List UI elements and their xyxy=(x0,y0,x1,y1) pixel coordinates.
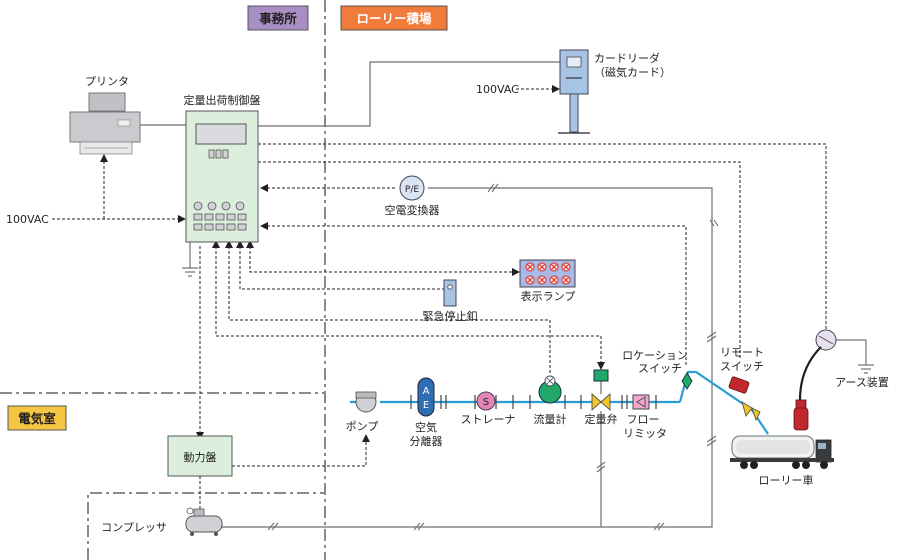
svg-text:ローリー積場: ローリー積場 xyxy=(356,11,432,26)
svg-text:P/E: P/E xyxy=(405,185,419,195)
location-switch-label-2: スイッチ xyxy=(638,362,682,375)
pe-converter-label: 空電変換器 xyxy=(385,203,440,217)
svg-text:S: S xyxy=(483,397,489,408)
card-reader-icon xyxy=(558,49,590,134)
printer-icon xyxy=(69,92,141,155)
control-panel xyxy=(185,110,259,243)
remote-switch-label-2: スイッチ xyxy=(720,360,764,373)
pipe-flanges xyxy=(410,395,657,409)
earth-device-label: アース装置 xyxy=(835,376,889,389)
flow-limiter-label-1: フロー xyxy=(627,413,660,426)
panel-ground-icon xyxy=(182,242,198,277)
vac-left-label: 100VAC xyxy=(6,213,49,226)
panel-display xyxy=(195,123,247,145)
line-slash-marks xyxy=(267,183,719,531)
lorry-label: ローリー車 xyxy=(759,473,814,487)
flowmeter-icon xyxy=(538,375,562,404)
air-separator-label-2: 分離器 xyxy=(410,434,443,448)
signal-arrowheads xyxy=(100,85,605,442)
vac-card-label: 100VAC xyxy=(476,83,519,96)
remote-switch-label-1: リモート xyxy=(720,346,764,359)
svg-text:電気室: 電気室 xyxy=(18,411,56,426)
svg-text:事務所: 事務所 xyxy=(259,11,297,26)
pe-air-line xyxy=(196,187,713,528)
pump-icon xyxy=(355,391,377,413)
zone-tag-loading: ローリー積場 xyxy=(340,5,448,31)
lorry-icon xyxy=(730,435,834,469)
metering-valve-icon xyxy=(591,369,611,412)
pe-converter-icon: P/E xyxy=(399,175,425,201)
panel-keys xyxy=(193,213,247,231)
flow-limiter-icon xyxy=(632,394,650,410)
card-reader-cable xyxy=(258,61,560,127)
earth-device-icon xyxy=(793,329,874,431)
panel-buttons-top xyxy=(208,149,229,159)
flow-limiter-label-2: リミッタ xyxy=(623,427,667,440)
air-separator-label-1: 空気 xyxy=(415,420,437,434)
strainer-label: ストレーナ xyxy=(461,413,516,426)
location-switch-label-1: ロケーション xyxy=(622,349,688,362)
pump-label: ポンプ xyxy=(346,420,379,433)
display-lamp-label: 表示ランプ xyxy=(521,289,576,303)
signal-lines xyxy=(52,88,827,467)
zone-tag-electric: 電気室 xyxy=(7,405,67,431)
power-panel: 動力盤 xyxy=(167,435,233,477)
strainer-icon: S xyxy=(476,391,496,411)
remote-switch-icon xyxy=(728,376,750,394)
card-reader-sublabel: （磁気カード） xyxy=(594,65,671,79)
air-separator-icon: A E xyxy=(417,377,435,417)
display-lamp-icon xyxy=(519,259,576,288)
loading-arm-valve-icon xyxy=(741,401,761,422)
location-switch-icon xyxy=(681,372,693,390)
card-reader-label: カードリーダ xyxy=(594,51,660,65)
zone-tag-office: 事務所 xyxy=(247,5,309,31)
electric-room-lower-boundary xyxy=(87,492,325,560)
svg-text:A: A xyxy=(423,386,430,397)
emergency-stop-icon xyxy=(443,279,457,307)
flowmeter-label: 流量計 xyxy=(534,412,567,426)
panel-dials xyxy=(193,201,245,211)
product-pipe-rise xyxy=(678,370,769,435)
control-panel-label: 定量出荷制御盤 xyxy=(184,93,261,107)
svg-text:動力盤: 動力盤 xyxy=(184,450,217,464)
svg-text:E: E xyxy=(423,400,429,411)
emergency-stop-label: 緊急停止釦 xyxy=(423,309,478,323)
metering-valve-label: 定量弁 xyxy=(585,412,618,426)
compressor-label: コンプレッサ xyxy=(101,521,167,534)
compressor-icon xyxy=(185,507,223,536)
printer-label: プリンタ xyxy=(85,75,129,88)
